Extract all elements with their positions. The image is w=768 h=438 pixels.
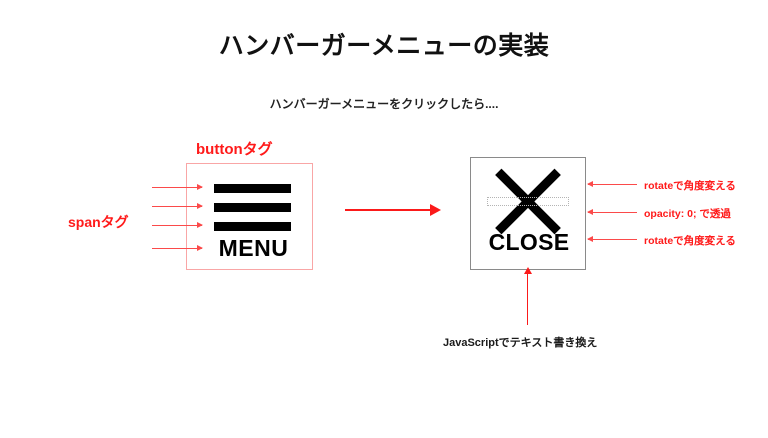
close-label: CLOSE xyxy=(488,229,570,255)
annotation-text-rotate-top: rotateで角度変える xyxy=(644,180,736,192)
span-pointer-arrow-2-icon xyxy=(152,203,203,209)
annotation-arrow-left-3-icon xyxy=(587,236,637,242)
button-tag-label: buttonタグ xyxy=(196,141,273,158)
span-tag-label: spanタグ xyxy=(68,214,129,230)
annotation-arrow-left-2-icon xyxy=(587,209,637,215)
annotation-text-rotate-bottom: rotateで角度変える xyxy=(644,235,736,247)
annotation-text-opacity: opacity: 0; で透過 xyxy=(644,208,731,220)
span-pointer-arrow-1-icon xyxy=(152,184,203,190)
annotation-arrow-left-1-icon xyxy=(587,181,637,187)
hamburger-button-box[interactable]: MENU xyxy=(186,163,313,270)
page-subtitle: ハンバーガーメニューをクリックしたら.... xyxy=(269,97,499,111)
flow-arrow-right-icon xyxy=(345,204,441,216)
transparent-middle-bar-icon xyxy=(487,197,569,206)
close-button-box[interactable]: CLOSE xyxy=(470,157,586,270)
menu-label: MENU xyxy=(218,235,289,261)
page-title: ハンバーガーメニューの実装 xyxy=(218,32,550,60)
annotation-text-javascript: JavaScriptでテキスト書き換え xyxy=(443,337,598,349)
span-pointer-arrow-3-icon xyxy=(152,222,203,228)
span-bar-1-icon xyxy=(214,184,291,193)
span-bar-3-icon xyxy=(214,222,291,231)
span-pointer-arrow-4-icon xyxy=(152,245,203,251)
span-bar-2-icon xyxy=(214,203,291,212)
callout-arrow-up-icon xyxy=(523,267,532,325)
